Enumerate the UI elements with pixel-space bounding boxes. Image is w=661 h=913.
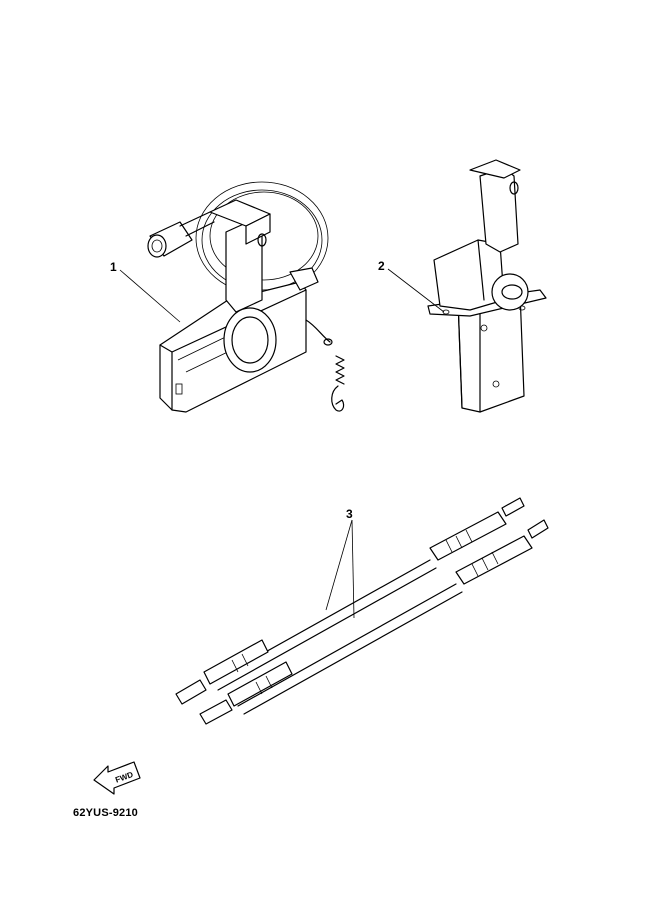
- leader-line-2: [387, 268, 445, 313]
- remote-control-box-binnacle: [427, 159, 547, 413]
- leader-line-3a: [325, 519, 353, 611]
- callout-3: 3: [346, 507, 353, 521]
- leader-line-1: [119, 269, 181, 323]
- callout-2: 2: [378, 259, 385, 273]
- control-cables: [175, 497, 549, 725]
- callout-1: 1: [110, 260, 117, 274]
- fwd-arrow-icon: FWD: [93, 761, 141, 795]
- remote-control-box-side-mount: [147, 181, 345, 413]
- drawing-code: 62YUS-9210: [73, 807, 138, 819]
- leader-line-3b: [351, 519, 355, 619]
